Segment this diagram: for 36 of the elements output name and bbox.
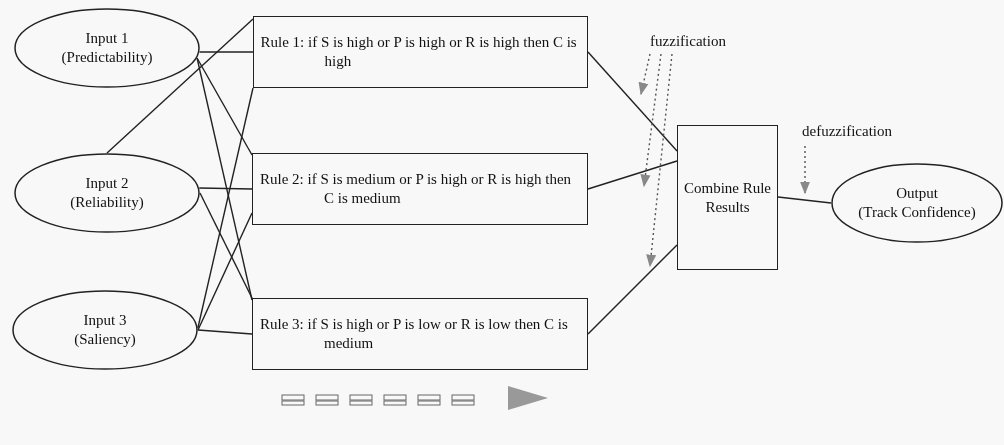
rule-text: Rule 1: if S is high or P is high or R is high then C is high xyxy=(260,33,578,71)
node-label: (Saliency) xyxy=(74,330,136,349)
annotation-label: fuzzification xyxy=(650,31,726,51)
input-ellipse xyxy=(12,290,198,370)
node-label: Input 2 xyxy=(85,174,129,193)
connector-line xyxy=(198,187,253,190)
leader-arrow xyxy=(799,145,811,195)
annotation-label: defuzzification xyxy=(802,121,892,141)
leader-arrow xyxy=(646,53,673,268)
output-ellipse xyxy=(831,163,1003,243)
leader-arrow xyxy=(638,53,651,96)
node-label: Input 1 xyxy=(85,29,129,48)
node-label: Input 3 xyxy=(83,311,127,330)
connector-line xyxy=(197,329,253,335)
node-label: (Predictability) xyxy=(61,48,153,67)
connector-line xyxy=(587,160,678,190)
connector-line xyxy=(587,51,678,152)
connector-line xyxy=(777,196,832,204)
connector-line xyxy=(587,244,678,335)
leader-arrow xyxy=(640,53,662,188)
connector-line xyxy=(197,87,254,329)
node-label: Output xyxy=(896,184,938,203)
rule-text: Rule 3: if S is high or P is low or R is low then C is medium xyxy=(260,315,569,353)
input-ellipse xyxy=(14,8,200,88)
connector-line xyxy=(197,212,253,331)
connector-line xyxy=(196,57,253,301)
node-label: (Reliability) xyxy=(70,193,144,212)
connector-line xyxy=(198,51,254,53)
combine-box xyxy=(677,125,778,270)
node-label: (Track Confidence) xyxy=(858,203,976,222)
rule-text: Rule 2: if S is medium or P is high or R is high then C is medium xyxy=(260,170,573,208)
node-label: Combine Rule Results xyxy=(682,178,773,217)
input-ellipse xyxy=(14,153,200,233)
connector-line xyxy=(196,57,253,156)
connector-line xyxy=(106,18,254,154)
connector-line xyxy=(199,192,253,299)
